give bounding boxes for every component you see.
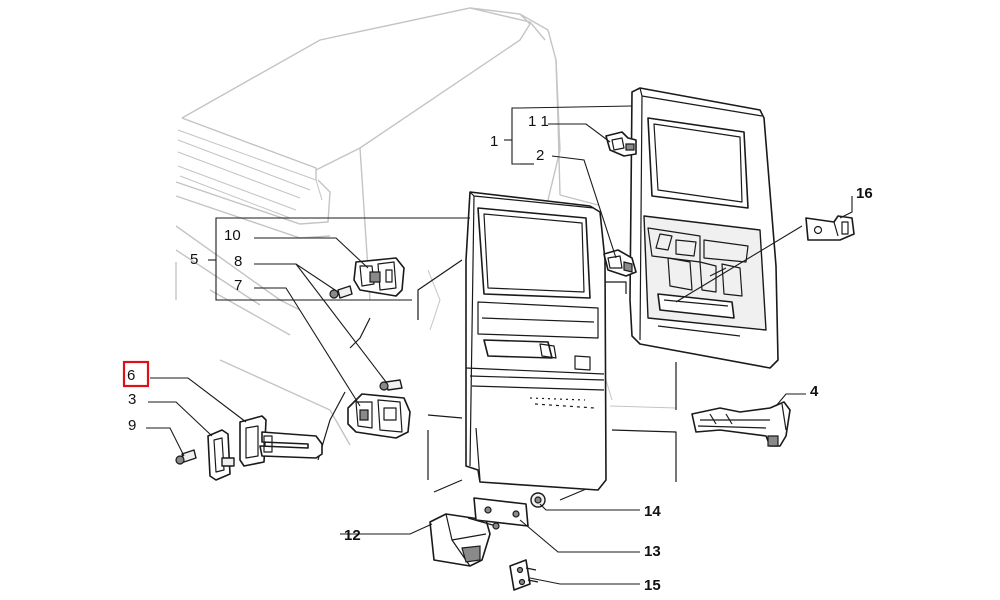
bracket-part-3 <box>207 429 235 481</box>
hinge-part-10 <box>353 257 405 297</box>
label-15: 15 <box>644 577 661 594</box>
leader-lines <box>146 123 853 585</box>
bump-stop-part-12 <box>429 513 500 567</box>
label-7: 7 <box>234 277 242 294</box>
right-door-handle-recess <box>657 293 735 319</box>
label-13: 13 <box>644 543 661 560</box>
check-strap-part-6 <box>239 415 323 467</box>
plate-part-13 <box>473 497 529 527</box>
nut-part-14 <box>530 492 546 508</box>
label-12: 12 <box>344 527 361 544</box>
label-2: 2 <box>536 147 544 164</box>
right-door-window <box>647 117 749 209</box>
label-1: 1 <box>490 133 498 150</box>
group-brackets <box>208 105 633 301</box>
highlight-box-label-6 <box>122 360 150 388</box>
bolt-part-8-upper <box>329 285 353 299</box>
label-3: 3 <box>128 391 136 408</box>
latch-rod-part-4 <box>691 401 791 447</box>
label-14: 14 <box>644 503 661 520</box>
hinge-part-11 <box>605 131 637 157</box>
callout-labels: 1 1 1 2 16 10 5 8 7 6 4 3 9 14 12 13 15 <box>127 113 873 594</box>
label-4: 4 <box>810 383 819 400</box>
right-rear-door <box>629 87 779 369</box>
frame-lines <box>317 259 677 501</box>
label-16: 16 <box>856 185 873 202</box>
bolt-part-8-lower <box>379 379 403 391</box>
left-rear-door <box>465 191 607 491</box>
screw-part-9 <box>175 449 197 465</box>
label-5: 5 <box>190 251 198 268</box>
striker-plate-part-15 <box>509 559 539 591</box>
left-door-window <box>477 207 591 299</box>
hinge-part-2 <box>603 249 637 277</box>
label-6: 6 <box>127 367 135 384</box>
door-to-part-lines <box>675 225 803 303</box>
label-10: 10 <box>224 227 241 244</box>
hinge-part-7 <box>347 393 411 439</box>
label-11: 1 1 <box>528 113 549 130</box>
label-9: 9 <box>128 417 136 434</box>
bracket-part-16 <box>805 215 855 241</box>
label-8: 8 <box>234 253 242 270</box>
